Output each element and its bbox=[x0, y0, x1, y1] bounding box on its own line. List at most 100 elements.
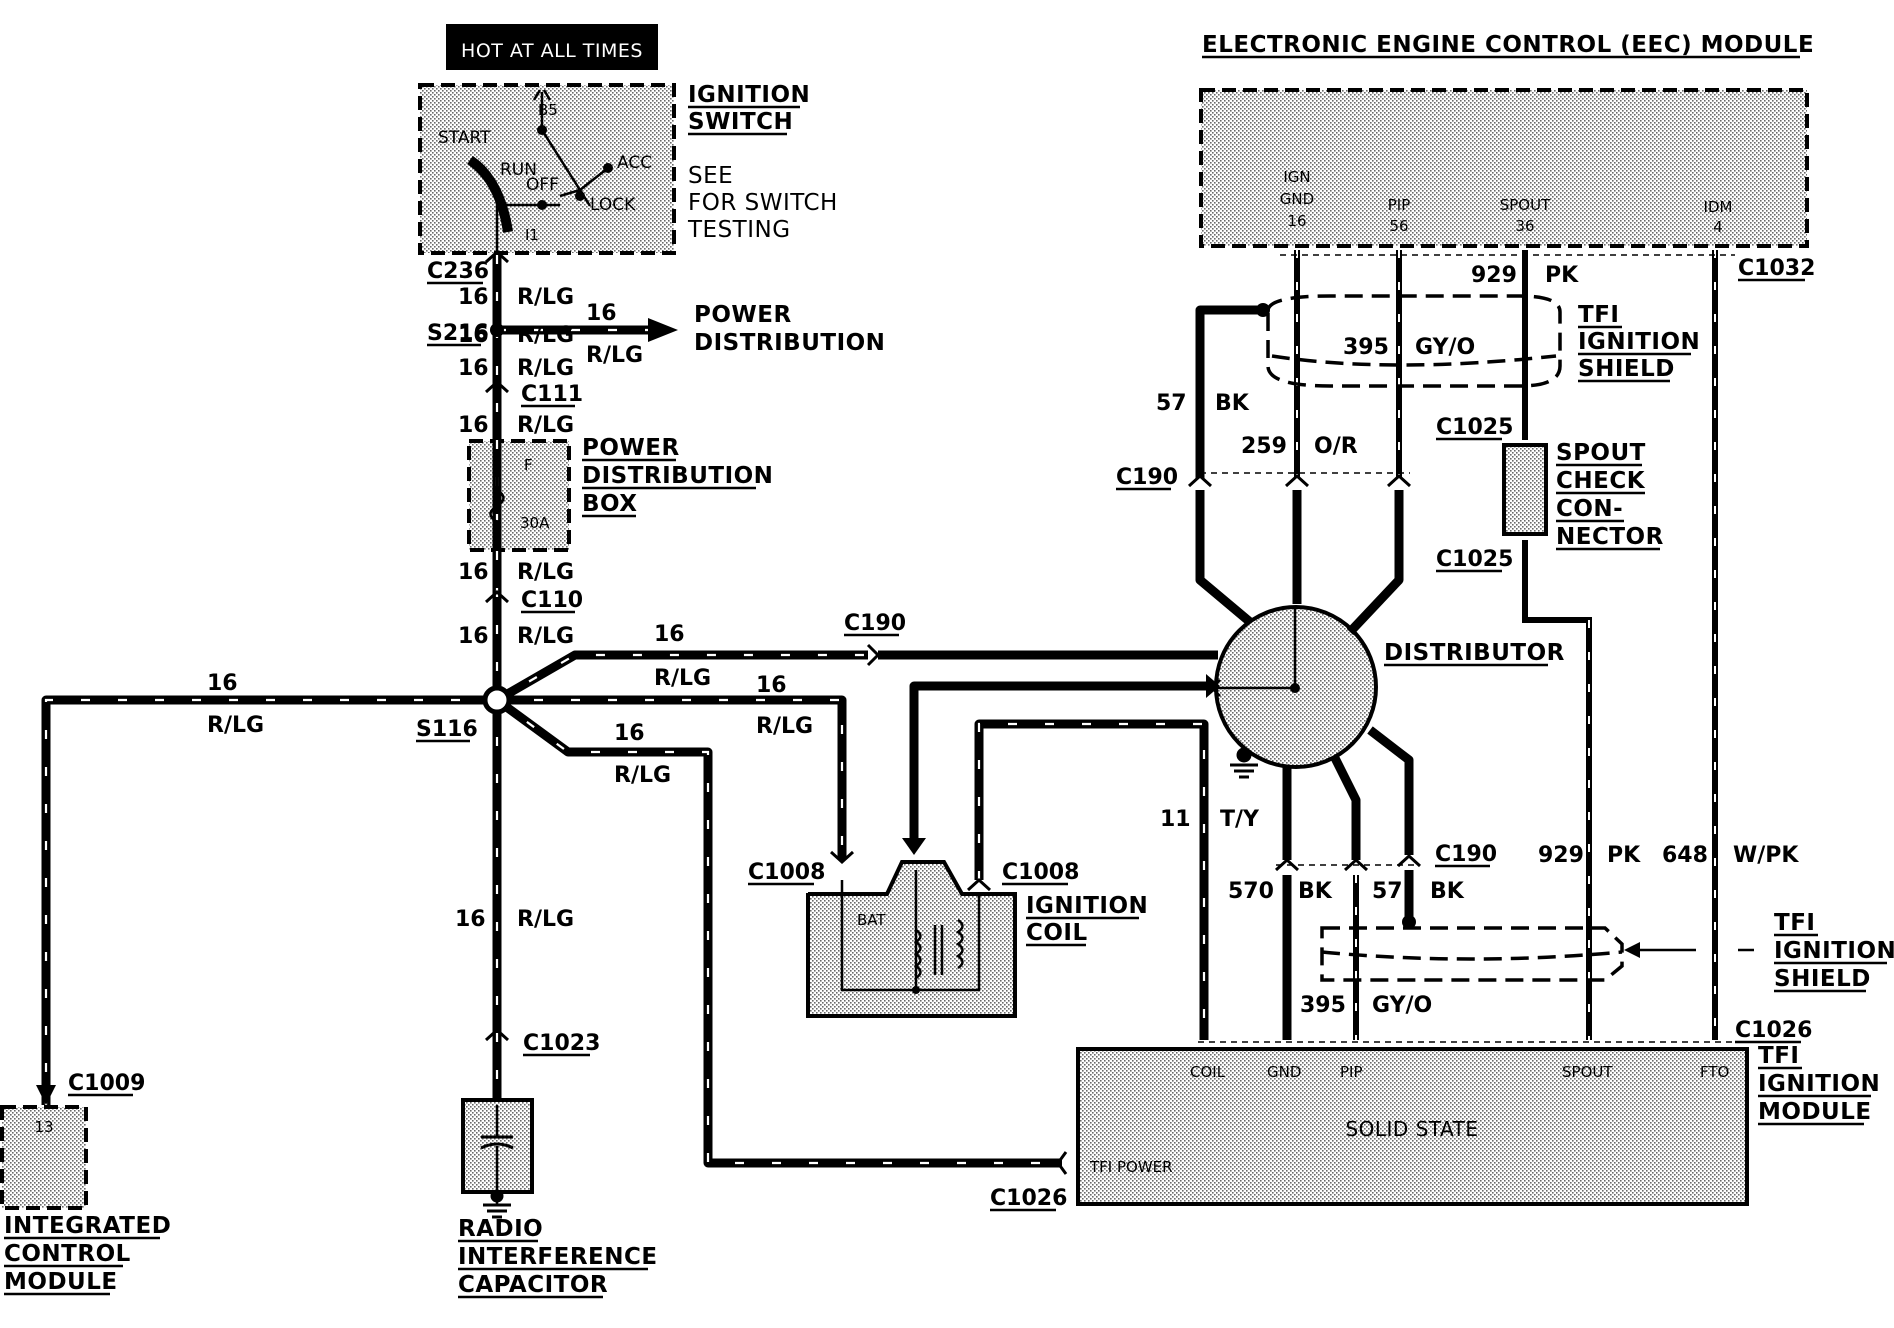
wire-color-2: R/LG bbox=[586, 343, 643, 368]
connector-c1009: C1009 bbox=[68, 1071, 145, 1096]
icm-title-2: CONTROL bbox=[4, 1241, 131, 1267]
eec-module-title: ELECTRONIC ENGINE CONTROL (EEC) MODULE bbox=[1202, 32, 1814, 58]
tfi-shield-bottom bbox=[1320, 926, 1624, 982]
tfi-shield-bottom-title-3: SHIELD bbox=[1774, 966, 1871, 992]
icm-title-1: INTEGRATED bbox=[4, 1213, 171, 1239]
wire-57-top: 57 bbox=[1156, 391, 1187, 416]
wire-gauge-5: 16 bbox=[458, 560, 489, 585]
connector-c110: C110 bbox=[521, 588, 583, 613]
pdb-title-2: DISTRIBUTION bbox=[582, 463, 773, 489]
switch-term-lock: LOCK bbox=[590, 195, 636, 215]
wire-pk-top: PK bbox=[1545, 263, 1579, 288]
tfi-shield-bottom-title-1: TFI bbox=[1774, 910, 1815, 936]
s116-splice bbox=[482, 685, 512, 715]
c1026-left-mark bbox=[1056, 1151, 1068, 1175]
wire-259-in bbox=[1346, 490, 1404, 636]
c110-mark bbox=[484, 589, 510, 604]
c1008-right-mark bbox=[966, 877, 992, 892]
connector-marks bbox=[484, 249, 1422, 1175]
fuse-icon bbox=[489, 468, 505, 550]
switch-term-off: OFF bbox=[526, 175, 559, 195]
power-distribution-label-2: DISTRIBUTION bbox=[694, 330, 885, 356]
ignition-switch-title-1: IGNITION bbox=[688, 82, 810, 108]
switch-term-run: RUN bbox=[500, 160, 537, 180]
wire-color-4: R/LG bbox=[517, 413, 574, 438]
connector-c111: C111 bbox=[521, 382, 583, 407]
s216-splice bbox=[490, 323, 504, 337]
c190-bottom-mark-2 bbox=[1343, 857, 1369, 872]
c190-left-mark bbox=[866, 643, 881, 667]
connector-c190-left: C190 bbox=[844, 611, 906, 636]
connector-c236: C236 bbox=[427, 259, 489, 284]
wire-color-1: R/LG bbox=[517, 285, 574, 310]
module-pin-tfi-power: TFI POWER bbox=[1089, 1158, 1173, 1176]
wire-ty: T/Y bbox=[1220, 807, 1260, 832]
wire-bk-top: BK bbox=[1215, 391, 1250, 416]
wire-gauge-11: 16 bbox=[455, 907, 486, 932]
icm-pin-13: 13 bbox=[34, 1118, 53, 1136]
hot-at-all-times-banner: HOT AT ALL TIMES bbox=[446, 24, 658, 70]
wire-color-7: R/LG bbox=[207, 713, 264, 738]
wire-gauge-6: 16 bbox=[458, 624, 489, 649]
shield-drain-splice bbox=[1402, 915, 1416, 929]
wire-color-8: R/LG bbox=[654, 666, 711, 691]
eec-pin-pip: PIP bbox=[1388, 196, 1411, 214]
wire-eec-ign-gnd bbox=[1195, 305, 1260, 478]
spout-title-3: CON- bbox=[1556, 496, 1623, 522]
spout-title-2: CHECK bbox=[1556, 468, 1646, 494]
wire-color-11: R/LG bbox=[517, 907, 574, 932]
integrated-control-module-box bbox=[0, 1105, 88, 1210]
ignition-switch-box bbox=[418, 83, 676, 255]
pdb-title-1: POWER bbox=[582, 435, 680, 461]
c190-top-mark-1 bbox=[1187, 473, 1213, 488]
connector-c1025-top: C1025 bbox=[1436, 415, 1513, 440]
distributor-ground-icon bbox=[1230, 747, 1258, 779]
c1008-left-mark bbox=[829, 850, 855, 865]
spout-check-connector-box bbox=[1502, 443, 1548, 536]
wire-gauge-2: 16 bbox=[586, 301, 617, 326]
see-note-2: FOR SWITCH bbox=[688, 190, 838, 216]
switch-term-i1: I1 bbox=[525, 226, 539, 244]
pdb-title-3: BOX bbox=[582, 491, 638, 517]
wire-color-3: R/LG bbox=[517, 356, 574, 381]
connector-c1023: C1023 bbox=[523, 1031, 600, 1056]
splice-s116: S116 bbox=[416, 717, 478, 742]
power-distribution-label-1: POWER bbox=[694, 302, 792, 328]
ignition-switch-internals bbox=[467, 89, 613, 252]
wire-gauge-8: 16 bbox=[654, 622, 685, 647]
tfi-shield-top-title-2: IGNITION bbox=[1578, 329, 1700, 355]
switch-term-b5: B5 bbox=[538, 101, 558, 119]
wire-648: 648 bbox=[1662, 843, 1708, 868]
wire-distributor-57-out bbox=[1367, 726, 1414, 855]
ground-icon bbox=[483, 1189, 511, 1219]
fuse-term-f: F bbox=[524, 456, 533, 474]
wire-gauge-9: 16 bbox=[756, 673, 787, 698]
wire-wpk: W/PK bbox=[1733, 843, 1799, 868]
distributor-title: DISTRIBUTOR bbox=[1384, 640, 1565, 666]
connector-c1032: C1032 bbox=[1738, 256, 1815, 281]
wire-spout-to-module bbox=[1522, 540, 1592, 1040]
wire-11: 11 bbox=[1160, 807, 1191, 832]
see-note-1: SEE bbox=[688, 163, 733, 189]
wire-color-12: R/LG bbox=[517, 323, 574, 348]
tfi-shield-bottom-title-2: IGNITION bbox=[1774, 938, 1894, 964]
distributor-internals bbox=[1210, 608, 1300, 697]
coil-feed-arrow bbox=[902, 838, 926, 855]
c190-bottom-mark-1 bbox=[1274, 857, 1300, 872]
module-pin-pip: PIP bbox=[1340, 1063, 1363, 1081]
connector-c1025-bottom: C1025 bbox=[1436, 547, 1513, 572]
connector-c1026-right: C1026 bbox=[1735, 1018, 1812, 1043]
wire-gauge-12: 16 bbox=[458, 323, 489, 348]
eec-pin-gnd: GND bbox=[1280, 190, 1314, 208]
wire-57-bottom: 57 bbox=[1372, 879, 1403, 904]
tfi-shield-top-band bbox=[1271, 354, 1557, 367]
wire-gauge-10: 16 bbox=[614, 721, 645, 746]
tfi-module-title-3: MODULE bbox=[1758, 1099, 1872, 1125]
switch-term-start: START bbox=[438, 128, 491, 148]
wire-gauge-1: 16 bbox=[458, 285, 489, 310]
capacitor-icon bbox=[480, 1105, 514, 1205]
tfi-shield-top-title-1: TFI bbox=[1578, 302, 1619, 328]
ignition-coil-box bbox=[806, 860, 1017, 1018]
main-wire-highlights bbox=[44, 255, 1206, 1165]
